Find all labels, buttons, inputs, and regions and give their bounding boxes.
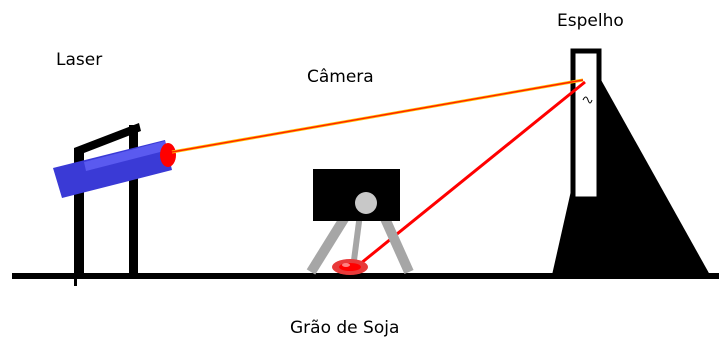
- camera: [313, 169, 400, 221]
- laser-stand: [74, 123, 141, 286]
- laser-label: Laser: [56, 50, 103, 70]
- camera-tripod: [306, 211, 414, 275]
- mirror-label: Espelho: [557, 11, 624, 31]
- camera-label: Câmera: [307, 67, 374, 87]
- laser-device: [53, 140, 176, 198]
- ground-line: [12, 273, 719, 279]
- mirror: [570, 48, 602, 202]
- laser-aperture: [160, 143, 176, 167]
- soybean-grain-label: Grão de Soja: [290, 318, 400, 338]
- camera-lens: [355, 192, 377, 214]
- mirror-reflection-mark: [582, 96, 593, 104]
